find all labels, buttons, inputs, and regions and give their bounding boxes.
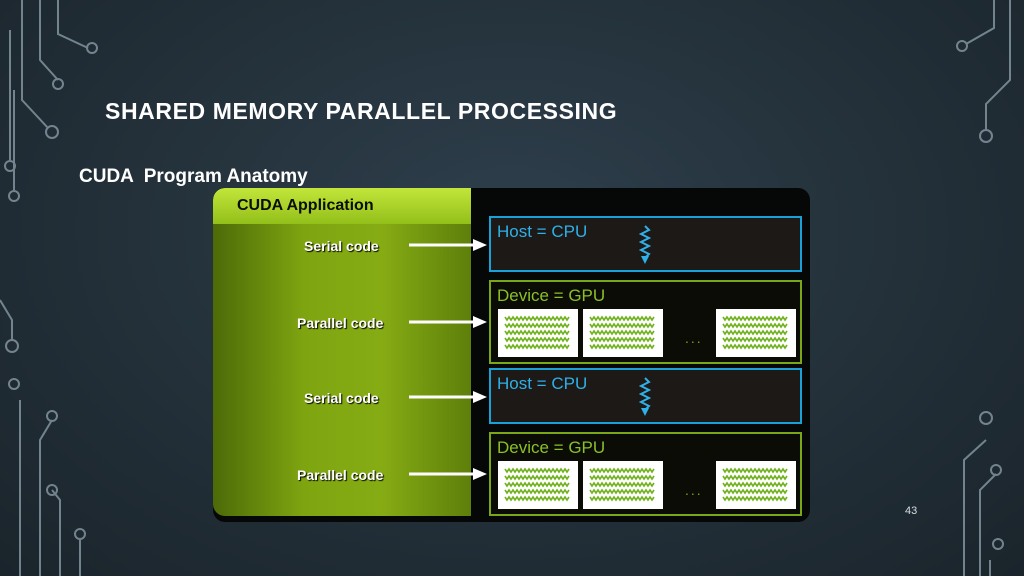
thread-wave bbox=[504, 336, 570, 343]
device-label: Device = GPU bbox=[497, 438, 606, 457]
device-label: Device = GPU bbox=[497, 286, 606, 305]
thread-wave bbox=[722, 467, 788, 474]
thread-wave bbox=[589, 467, 655, 474]
thread-wave bbox=[589, 343, 655, 350]
code-label-serial-1: Serial code bbox=[304, 238, 379, 254]
thread-block bbox=[498, 461, 578, 509]
code-label-parallel-2: Parallel code bbox=[297, 467, 384, 483]
thread-block bbox=[716, 309, 796, 357]
thread-wave bbox=[504, 315, 570, 322]
thread-wave bbox=[589, 488, 655, 495]
thread-wave bbox=[589, 481, 655, 488]
thread-block bbox=[498, 309, 578, 357]
thread-wave bbox=[504, 329, 570, 336]
thread-wave bbox=[504, 474, 570, 481]
thread-wave bbox=[589, 474, 655, 481]
code-label-serial-2: Serial code bbox=[304, 390, 379, 406]
thread-wave bbox=[722, 322, 788, 329]
thread-wave bbox=[504, 467, 570, 474]
cuda-anatomy-diagram: CUDA Application Serial code Parallel co… bbox=[213, 188, 810, 522]
cuda-application-header: CUDA Application bbox=[213, 188, 471, 224]
serial-thread-icon bbox=[639, 377, 651, 416]
slide-subtitle: CUDA Program Anatomy bbox=[79, 166, 308, 187]
thread-wave bbox=[504, 495, 570, 502]
ellipsis: ... bbox=[685, 330, 703, 346]
device-gpu-box-2: Device = GPU ... bbox=[489, 432, 802, 516]
thread-wave bbox=[722, 343, 788, 350]
thread-block bbox=[583, 309, 663, 357]
thread-wave bbox=[722, 488, 788, 495]
host-label: Host = CPU bbox=[497, 222, 588, 241]
thread-wave bbox=[504, 322, 570, 329]
arrow-right-icon bbox=[409, 391, 487, 403]
serial-thread-icon bbox=[639, 225, 651, 264]
thread-wave bbox=[589, 315, 655, 322]
thread-wave bbox=[504, 488, 570, 495]
host-label: Host = CPU bbox=[497, 374, 588, 393]
thread-wave bbox=[589, 495, 655, 502]
thread-wave bbox=[589, 329, 655, 336]
arrow-right-icon bbox=[409, 316, 487, 328]
device-gpu-box-1: Device = GPU ... bbox=[489, 280, 802, 364]
thread-block bbox=[716, 461, 796, 509]
host-cpu-box-2: Host = CPU bbox=[489, 368, 802, 424]
thread-wave bbox=[722, 474, 788, 481]
cuda-application-title: CUDA Application bbox=[237, 197, 374, 214]
thread-wave bbox=[589, 336, 655, 343]
thread-wave bbox=[504, 481, 570, 488]
slide-number: 43 bbox=[905, 505, 918, 517]
thread-wave bbox=[722, 329, 788, 336]
thread-wave bbox=[589, 322, 655, 329]
code-label-parallel-1: Parallel code bbox=[297, 315, 384, 331]
host-cpu-box-1: Host = CPU bbox=[489, 216, 802, 272]
thread-wave bbox=[722, 481, 788, 488]
arrow-right-icon bbox=[409, 239, 487, 251]
thread-wave bbox=[722, 495, 788, 502]
ellipsis: ... bbox=[685, 482, 703, 498]
cuda-application-panel bbox=[213, 188, 471, 516]
thread-wave bbox=[722, 336, 788, 343]
arrow-right-icon bbox=[409, 468, 487, 480]
thread-block bbox=[583, 461, 663, 509]
thread-wave bbox=[722, 315, 788, 322]
thread-wave bbox=[504, 343, 570, 350]
slide-title: SHARED MEMORY PARALLEL PROCESSING bbox=[105, 98, 618, 124]
